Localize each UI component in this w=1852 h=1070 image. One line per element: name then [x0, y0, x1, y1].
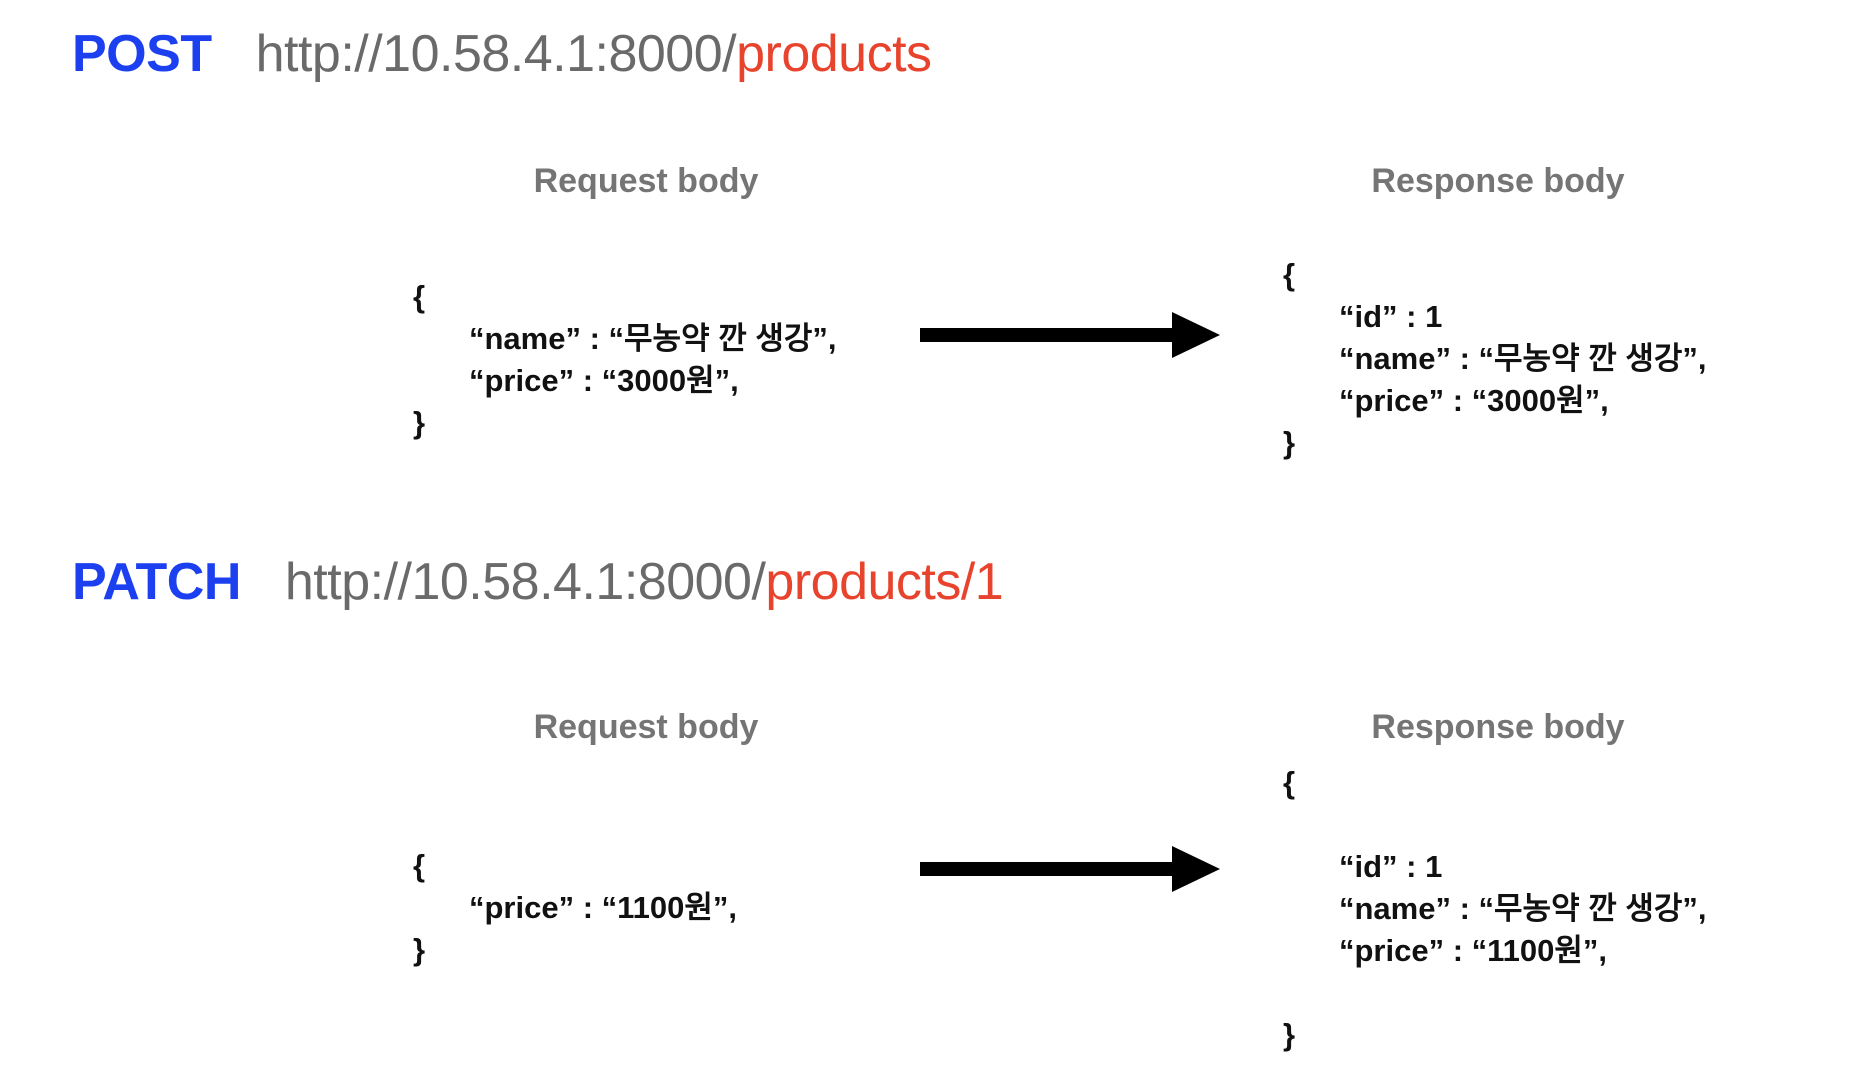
- json-line: “price” : “1100원”,: [1339, 933, 1608, 968]
- arrow-right-icon: [920, 312, 1220, 358]
- json-line: }: [1283, 1017, 1296, 1052]
- json-line: }: [413, 405, 426, 440]
- json-line: {: [413, 848, 426, 883]
- base-url-patch: http://10.58.4.1:8000/: [284, 553, 766, 611]
- http-method-post: POST: [72, 25, 212, 83]
- json-line: {: [413, 279, 426, 314]
- json-line: “price” : “3000원”,: [469, 363, 739, 398]
- endpoint-post: POST http://10.58.4.1:8000/products: [72, 24, 932, 84]
- json-blank-line: [1283, 972, 1707, 1014]
- json-line: “price” : “1100원”,: [469, 890, 738, 925]
- json-line: }: [413, 932, 426, 967]
- json-line: }: [1283, 425, 1296, 460]
- json-line: “id” : 1: [1339, 299, 1443, 334]
- json-line: {: [1283, 257, 1296, 292]
- request-body-label-post: Request body: [533, 162, 759, 200]
- json-blank-line: [1283, 804, 1707, 846]
- request-body-label-patch: Request body: [533, 708, 759, 746]
- base-url-post: http://10.58.4.1:8000/: [255, 25, 737, 83]
- json-line: “name” : “무농약 깐 생강”,: [1339, 341, 1707, 376]
- endpoint-patch: PATCH http://10.58.4.1:8000/products/1: [72, 552, 1004, 612]
- arrow-right-icon: [920, 846, 1220, 892]
- response-json-post: { “id” : 1 “name” : “무농약 깐 생강”, “price” …: [1283, 254, 1707, 464]
- json-line: {: [1283, 765, 1296, 800]
- http-method-patch: PATCH: [72, 553, 241, 611]
- json-line: “name” : “무농약 깐 생강”,: [469, 321, 837, 356]
- response-body-label-patch: Response body: [1371, 708, 1625, 746]
- response-json-patch: { “id” : 1 “name” : “무농약 깐 생강”, “price” …: [1283, 762, 1707, 1056]
- url-path-patch: products/1: [765, 553, 1004, 611]
- request-json-post: { “name” : “무농약 깐 생강”, “price” : “3000원”…: [413, 276, 837, 444]
- json-line: “name” : “무농약 깐 생강”,: [1339, 891, 1707, 926]
- request-json-patch: { “price” : “1100원”, }: [413, 845, 737, 971]
- json-line: “id” : 1: [1339, 849, 1443, 884]
- json-line: “price” : “3000원”,: [1339, 383, 1609, 418]
- response-body-label-post: Response body: [1371, 162, 1625, 200]
- url-path-post: products: [736, 25, 932, 83]
